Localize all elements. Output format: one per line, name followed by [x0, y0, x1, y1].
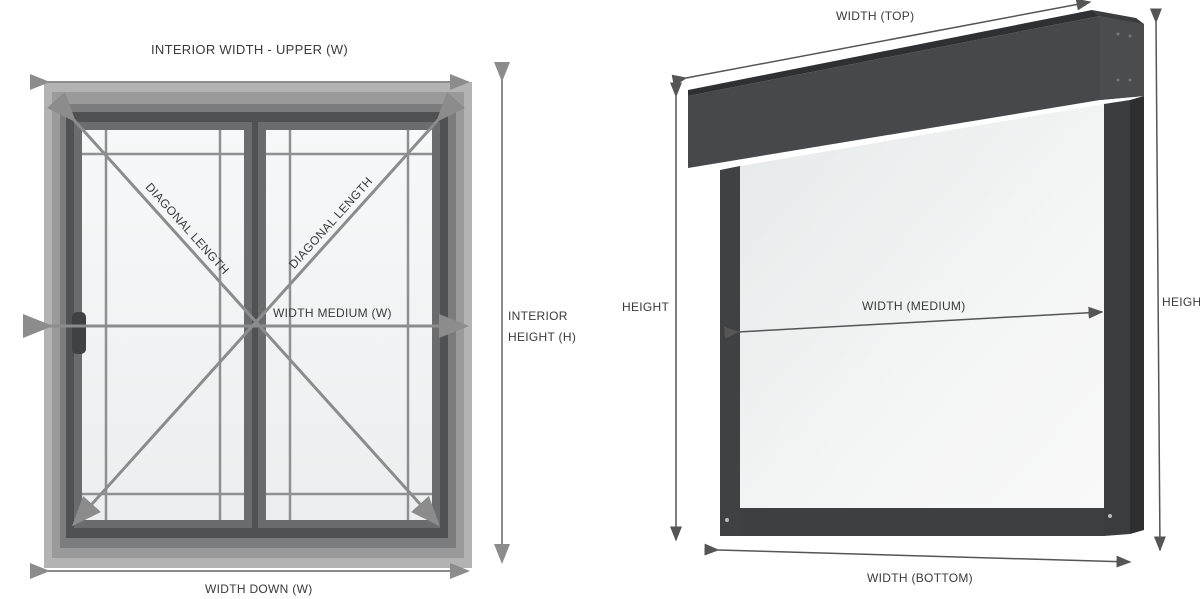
- height-right-label: HEIGH: [1162, 295, 1200, 309]
- interior-height-label: INTERIOR HEIGHT (H): [508, 306, 576, 348]
- left-measure-arrows: [23, 91, 469, 527]
- width-down-label: WIDTH DOWN (W): [205, 582, 313, 596]
- bottom-bar: [740, 508, 1104, 536]
- width-medium-right-label: WIDTH (MEDIUM): [862, 299, 966, 313]
- roller-screen-illustration: [670, 0, 1166, 568]
- height-left-label: HEIGHT: [622, 300, 670, 314]
- left-side-rail: [720, 166, 740, 536]
- interior-width-upper-label: INTERIOR WIDTH - UPPER (W): [151, 42, 349, 57]
- interior-height-label-line1: INTERIOR: [508, 309, 568, 323]
- height-right-arrow: [1149, 8, 1166, 552]
- width-medium-label: WIDTH MEDIUM (W): [273, 306, 392, 320]
- width-top-label: WIDTH (TOP): [836, 9, 915, 23]
- screen-fabric: [740, 104, 1104, 508]
- width-top-arrow: [671, 0, 1092, 87]
- width-medium-arrow: [724, 306, 1104, 339]
- right-side-rail: [1104, 100, 1130, 536]
- window-handle: [72, 312, 86, 354]
- width-bottom-arrow: [704, 543, 1132, 568]
- width-bottom-label: WIDTH (BOTTOM): [867, 571, 973, 585]
- sliding-window-illustration: [23, 62, 510, 579]
- interior-height-label-line2: HEIGHT (H): [508, 330, 577, 344]
